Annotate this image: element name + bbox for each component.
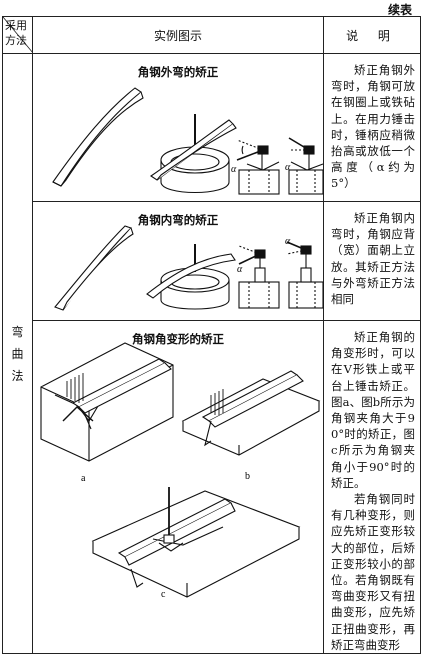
- figure-label-b: b: [245, 471, 250, 482]
- header-figure: 实例图示: [32, 16, 324, 54]
- description-text: 矫正角钢外弯时，角钢可放在钢圈上或铁砧上。在用力锤击时，锤柄应稍微抬高或放低一个…: [331, 63, 415, 191]
- alpha-label-right: α: [285, 162, 291, 173]
- header-row: 采用 方法 实例图示 说 明: [2, 16, 421, 54]
- figure-title: 角钢外弯的矫正: [137, 65, 219, 79]
- row-angle-deformation: 角钢角变形的矫正: [3, 319, 421, 654]
- description-outer-bend: 矫正角钢外弯时，角钢可放在钢圈上或铁砧上。在用力锤击时，锤柄应稍微抬高或放低一个…: [323, 53, 421, 202]
- description-angle-deformation: 矫正角钢的角变形时，可以在V形铁上或平台上锤击矫正。图a、图b所示为角钢夹角大于…: [323, 319, 421, 654]
- anvil-hammer-left: [238, 245, 280, 309]
- steel-ring-with-bar: [146, 244, 236, 310]
- method-cell: 弯曲法: [2, 52, 33, 654]
- header-method-line1: 采用: [5, 19, 27, 32]
- v-block-figure-a: [40, 342, 174, 462]
- flat-plate-figure-b: [181, 370, 321, 456]
- figure-inner-bend: 角钢内弯的矫正: [32, 201, 324, 321]
- correction-methods-table: 采用 方法 实例图示 说 明 弯曲法 角钢外弯的矫正: [2, 16, 421, 654]
- row-outer-bend: 弯曲法 角钢外弯的矫正: [2, 52, 421, 654]
- alpha-label-right: α: [285, 236, 291, 247]
- angle-bar-bent-outward: [52, 87, 144, 187]
- figure-outer-bend: 角钢外弯的矫正: [32, 53, 324, 202]
- inner-bend-illustration: α α: [54, 225, 324, 311]
- description-text-p2: 若角钢同时有几种变形，则应先矫正变形较大的部位，后矫正变形较小的部位。若角钢既有…: [331, 492, 415, 652]
- angle-deformation-illustration: a b: [40, 342, 321, 600]
- continued-label: 续表: [387, 3, 412, 17]
- outer-bend-illustration: α α: [52, 87, 324, 195]
- angle-bar-bent-inward: [54, 225, 134, 311]
- figure-title: 角钢角变形的矫正: [132, 332, 224, 346]
- figure-title: 角钢内弯的矫正: [137, 213, 219, 227]
- anvil-hammer-right: [286, 241, 324, 309]
- description-text: 矫正角钢内弯时，角钢应背（宽）面朝上立放。其矫正方法与外弯矫正方法相同: [331, 211, 415, 307]
- anvil-hammer-left: [236, 139, 280, 195]
- row-inner-bend: 角钢内弯的矫正: [3, 201, 421, 321]
- header-method: 采用 方法: [2, 16, 33, 54]
- anvil-hammer-right: [288, 137, 324, 195]
- figure-label-a: a: [81, 473, 86, 484]
- method-label: 弯曲法: [11, 324, 24, 383]
- description-inner-bend: 矫正角钢内弯时，角钢应背（宽）面朝上立放。其矫正方法与外弯矫正方法相同: [323, 201, 421, 321]
- plate-hammer-figure-c: [91, 487, 301, 598]
- header-method-line2: 方法: [5, 34, 27, 47]
- figure-angle-deformation: 角钢角变形的矫正: [32, 319, 324, 654]
- alpha-label-left: α: [237, 264, 243, 275]
- figure-label-c: c: [161, 589, 166, 600]
- alpha-label-left: α: [231, 164, 237, 175]
- steel-ring-with-bar: [150, 114, 237, 194]
- header-description: 说 明: [323, 16, 421, 54]
- description-text-p1: 矫正角钢的角变形时，可以在V形铁上或平台上锤击矫正。图a、图b所示为角钢夹角大于…: [331, 330, 415, 490]
- header-diagonal-line: [3, 17, 33, 53]
